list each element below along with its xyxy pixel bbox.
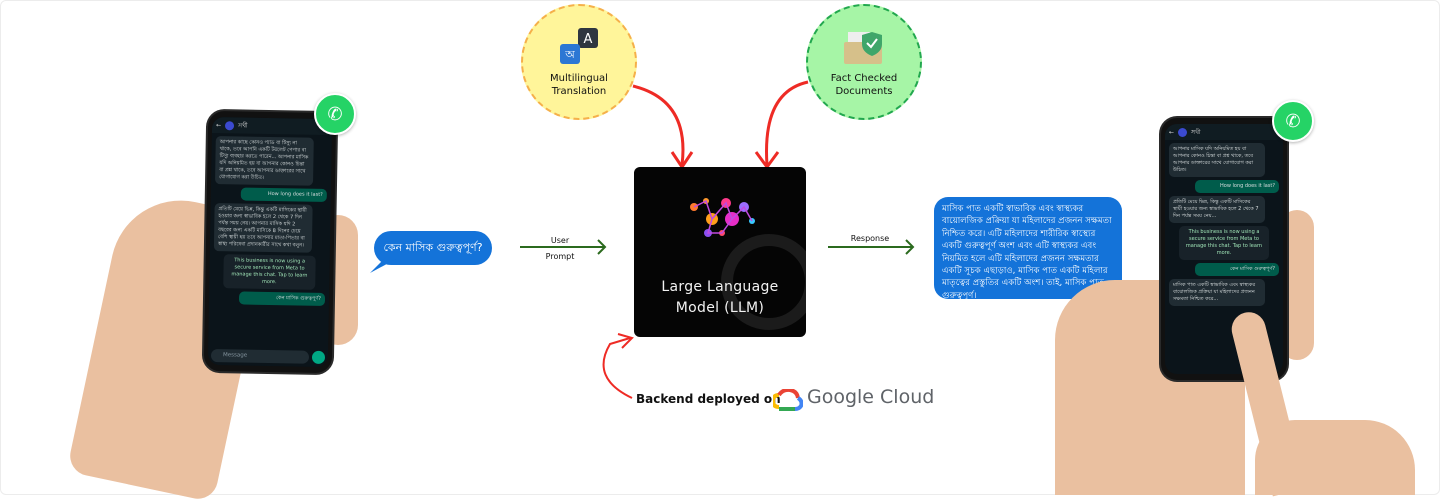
verified-folder-icon: [844, 32, 882, 64]
openai-watermark-icon: [721, 234, 806, 330]
prompt-bubble-tail: [370, 255, 396, 273]
contact-name: সখী: [237, 121, 248, 130]
right-phone: ← সখী আপনার মাসিক যদি অনিয়মিত হয় বা আপ…: [1161, 118, 1287, 380]
chat-message: আপনার কাছে কোনও প্যাড বা টিস্যু না থাকে,…: [215, 136, 314, 186]
backend-curve-arrow: [602, 333, 634, 399]
system-notice[interactable]: This business is now using a secure serv…: [1179, 226, 1269, 260]
avatar: [1178, 127, 1188, 137]
avatar: [224, 120, 235, 130]
chat-message: মাসিক পাত একটি স্বাভাবিক এবং স্বাস্থ্যকর…: [1169, 279, 1265, 306]
contact-name: সখী: [1191, 128, 1201, 136]
response-arrow: [828, 239, 915, 255]
google-cloud-icon: [773, 389, 803, 411]
user-prompt-arrow: [520, 239, 607, 255]
system-notice[interactable]: This business is now using a secure serv…: [223, 254, 316, 290]
input-arrows: [632, 80, 809, 170]
response-label: Response: [850, 234, 890, 243]
left-phone: ← সখী আপনার কাছে কোনও প্যাড বা টিস্যু না…: [203, 110, 337, 374]
mic-icon[interactable]: [311, 350, 326, 364]
pointing-hand: [1255, 420, 1415, 495]
chat-message: প্রতিটি মেয়ে ভিন্ন, কিন্তু একটি মাসিকের…: [1169, 196, 1265, 223]
back-arrow-icon[interactable]: ←: [215, 121, 222, 129]
svg-text:A: A: [584, 32, 593, 47]
message-input[interactable]: Message: [210, 348, 310, 364]
message-input-bar: Message: [210, 348, 326, 364]
whatsapp-icon-right: ✆: [1272, 100, 1314, 142]
factcheck-curve-arrow: [765, 80, 809, 166]
svg-text:অ: অ: [564, 48, 575, 61]
chat-message: আপনার মাসিক যদি অনিয়মিত হয় বা আপনার কো…: [1169, 143, 1265, 177]
chat-message: How long does it last?: [1195, 180, 1279, 193]
translate-icon: A অ: [560, 28, 598, 64]
brain-network-icon: [690, 198, 755, 237]
translation-curve-arrow: [632, 84, 685, 166]
chat-header: ← সখী: [1165, 124, 1283, 140]
chat-message: প্রতিটি মেয়ে ভিন্ন, কিন্তু একটি মাসিকের…: [213, 203, 313, 253]
chat-message: কেন মাসিক গুরুত্বপূর্ণ?: [238, 291, 326, 306]
backend-label: Backend deployed on: [636, 392, 781, 406]
chat-message: কেন মাসিক গুরুত্বপূর্ণ?: [1195, 263, 1279, 276]
chat-message: How long does it last?: [240, 187, 327, 202]
response-bubble: মাসিক পাত একটি স্বাভাবিক এবং স্বাস্থ্যকর…: [934, 197, 1122, 301]
right-phone-screen: ← সখী আপনার মাসিক যদি অনিয়মিত হয় বা আপ…: [1165, 124, 1283, 374]
whatsapp-icon-left: ✆: [314, 93, 356, 135]
left-phone-screen: ← সখী আপনার কাছে কোনও প্যাড বা টিস্যু না…: [207, 116, 333, 368]
back-arrow-icon[interactable]: ←: [1169, 128, 1175, 136]
google-cloud-wordmark: Google Cloud: [807, 386, 935, 408]
